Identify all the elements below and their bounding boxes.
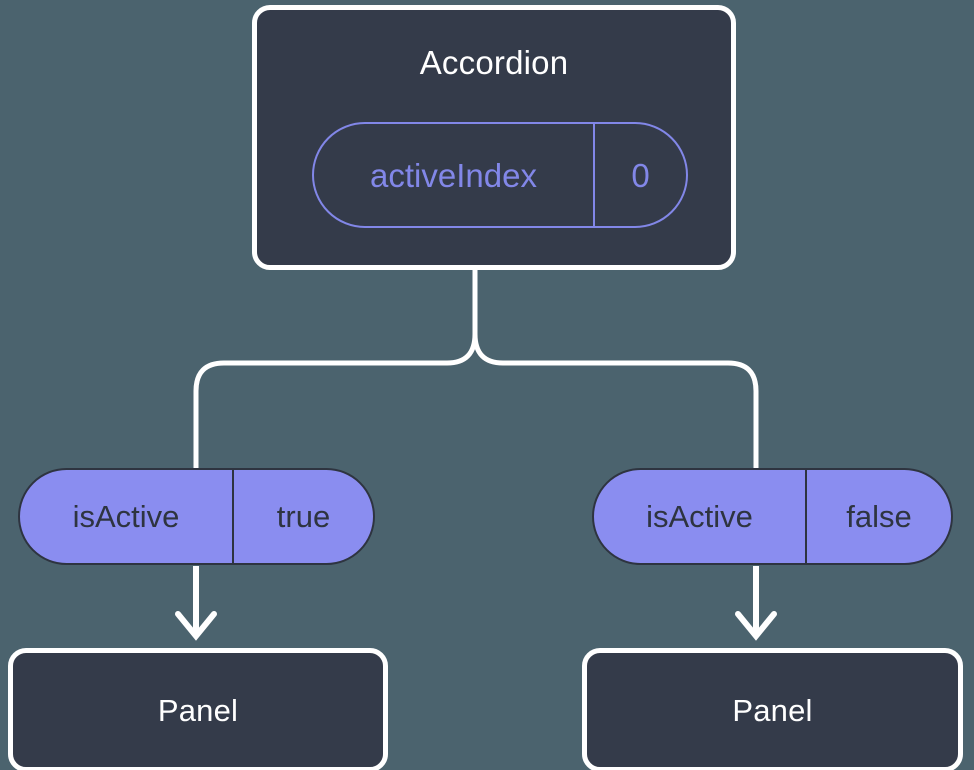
node-accordion[interactable]: Accordion activeIndex 0 xyxy=(252,5,736,270)
prop-pill-value: true xyxy=(276,499,331,534)
prop-pill-key: isActive xyxy=(20,470,234,563)
state-badge-key: activeIndex xyxy=(314,124,595,226)
prop-pill-value: false xyxy=(846,499,912,534)
prop-pill-is-active-true[interactable]: isActive true xyxy=(18,468,375,565)
prop-pill-is-active-false[interactable]: isActive false xyxy=(592,468,953,565)
branch-connector-path-right xyxy=(472,331,759,473)
node-panel-left[interactable]: Panel xyxy=(8,648,388,770)
arrow-left-head xyxy=(175,611,217,641)
state-badge-value: 0 xyxy=(631,156,650,194)
node-panel-right-title: Panel xyxy=(732,692,813,728)
node-accordion-title: Accordion xyxy=(419,44,569,81)
arrow-right-head xyxy=(735,611,777,641)
state-badge-active-index[interactable]: activeIndex 0 xyxy=(312,122,688,228)
prop-pill-key: isActive xyxy=(594,470,807,563)
node-panel-right[interactable]: Panel xyxy=(582,648,963,770)
branch-connector-path xyxy=(193,265,478,473)
node-panel-left-title: Panel xyxy=(157,692,239,728)
